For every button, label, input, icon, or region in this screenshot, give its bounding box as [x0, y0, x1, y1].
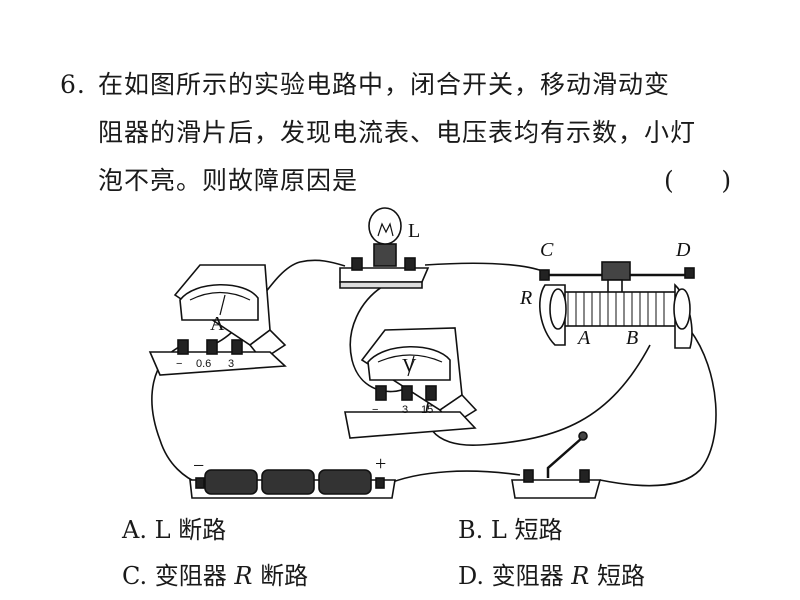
- question-line-3: 泡不亮。则故障原因是: [98, 166, 359, 195]
- option-variable: R: [234, 562, 253, 590]
- option-B[interactable]: B. L 短路: [458, 514, 562, 546]
- option-variable: R: [571, 562, 590, 590]
- rheostat-label-B: B: [626, 327, 638, 349]
- option-letter: A.: [122, 516, 147, 544]
- voltmeter-terminal-minus: −: [372, 404, 378, 416]
- rheostat-label-A: A: [576, 327, 591, 349]
- battery-positive-label: +: [375, 453, 386, 475]
- question-line-1: 6. 在如图所示的实验电路中，闭合开关，移动滑动变: [60, 68, 670, 102]
- bulb-L: [339, 207, 430, 289]
- option-text-post: 短路: [589, 562, 646, 590]
- ammeter-label: A: [210, 313, 225, 335]
- battery-pack: [189, 469, 396, 499]
- option-D[interactable]: D. 变阻器 R 短路: [458, 560, 645, 592]
- rheostat-R: [539, 261, 695, 349]
- wire-bulb-to-rheostat: [424, 262, 546, 273]
- question-line-2: 阻器的滑片后，发现电流表、电压表均有示数，小灯: [98, 118, 697, 147]
- voltmeter-label: V: [402, 355, 417, 377]
- question-text-1: 在如图所示的实验电路中，闭合开关，移动滑动变: [98, 70, 671, 99]
- battery-negative-label: −: [193, 455, 204, 477]
- rheostat-label-R: R: [519, 287, 532, 309]
- voltmeter-terminal-3: 3: [402, 404, 408, 416]
- ammeter-A: [148, 264, 287, 376]
- option-text-post: 断路: [252, 562, 309, 590]
- switch: [511, 431, 602, 499]
- option-letter: D.: [458, 562, 485, 590]
- option-A[interactable]: A. L 断路: [122, 514, 226, 546]
- option-letter: C.: [122, 562, 148, 590]
- ammeter-terminal-06: 0.6: [196, 358, 211, 370]
- ammeter-terminal-minus: −: [176, 358, 182, 370]
- question-number: 6.: [60, 70, 86, 99]
- rheostat-label-D: D: [675, 239, 691, 261]
- voltmeter-terminal-15: 15: [421, 404, 433, 416]
- ammeter-terminal-3: 3: [228, 358, 234, 370]
- option-letter: B.: [458, 516, 484, 544]
- wire-rheostat-to-switch: [599, 329, 717, 487]
- option-text-pre: 变阻器: [154, 562, 235, 590]
- option-text: L 短路: [490, 516, 563, 544]
- option-text: L 断路: [154, 516, 227, 544]
- voltmeter-V: [344, 327, 478, 439]
- bulb-label: L: [408, 220, 420, 242]
- option-C[interactable]: C. 变阻器 R 断路: [122, 560, 308, 592]
- answer-bracket: ( ): [664, 166, 732, 195]
- wire-bulb-to-voltmeter: [349, 284, 408, 393]
- option-text-pre: 变阻器: [491, 562, 572, 590]
- wire-battery-to-switch: [384, 470, 521, 486]
- rheostat-label-C: C: [540, 239, 554, 261]
